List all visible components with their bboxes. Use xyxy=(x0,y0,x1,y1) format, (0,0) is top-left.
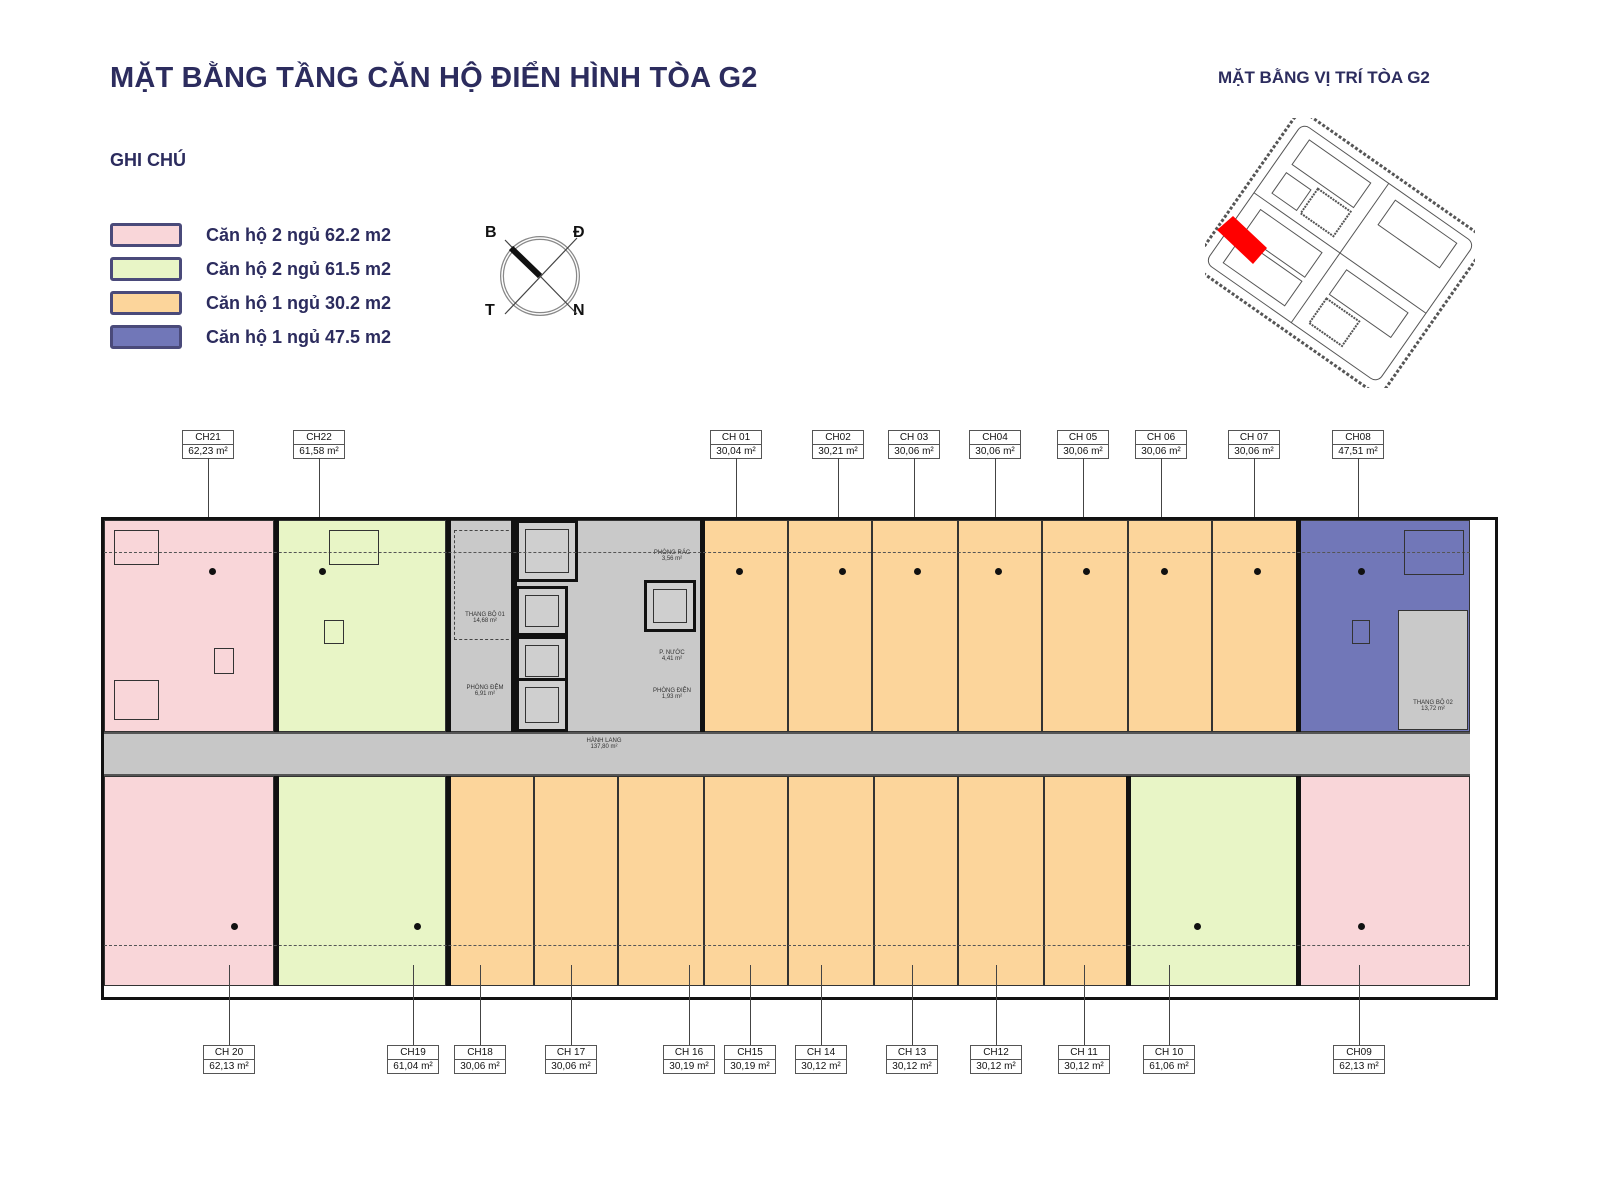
unit-ch05[interactable] xyxy=(1042,520,1128,732)
corridor xyxy=(104,732,1470,776)
compass-label-t: T xyxy=(485,302,495,319)
legend-item-2br-62: Căn hộ 2 ngủ 62.2 m2 xyxy=(110,218,391,252)
compass-label-b: B xyxy=(485,224,497,241)
compass-label-n: N xyxy=(573,302,585,319)
unit-ch11[interactable] xyxy=(1044,776,1128,986)
unit-ch15[interactable] xyxy=(704,776,788,986)
elevator-1 xyxy=(516,520,578,582)
site-location-map xyxy=(1194,112,1486,394)
legend-label: Căn hộ 1 ngủ 47.5 m2 xyxy=(206,326,392,347)
legend-item-1br-47: Căn hộ 1 ngủ 47.5 m2 xyxy=(110,320,391,354)
unit-ch06[interactable] xyxy=(1128,520,1212,732)
unit-ch10[interactable] xyxy=(1128,776,1298,986)
unit-ch09[interactable] xyxy=(1298,776,1470,986)
unit-ch22[interactable] xyxy=(276,520,446,732)
unit-ch12[interactable] xyxy=(958,776,1044,986)
elevator-3 xyxy=(516,636,568,686)
unit-ch04[interactable] xyxy=(958,520,1042,732)
elevator-4 xyxy=(516,678,568,732)
unit-ch03[interactable] xyxy=(872,520,958,732)
unit-ch19[interactable] xyxy=(276,776,446,986)
unit-ch02[interactable] xyxy=(788,520,872,732)
site-plan-icon xyxy=(1194,112,1486,394)
legend-heading: GHI CHÚ xyxy=(110,150,186,170)
compass-rose-icon xyxy=(500,236,580,316)
legend-swatch-orange xyxy=(110,291,182,315)
page-title: MẶT BẰNG TẦNG CĂN HỘ ĐIỂN HÌNH TÒA G2 xyxy=(110,62,758,94)
legend-label: Căn hộ 1 ngủ 30.2 m2 xyxy=(206,292,392,313)
elevator-2 xyxy=(516,586,568,636)
legend-item-1br-30: Căn hộ 1 ngủ 30.2 m2 xyxy=(110,286,391,320)
unit-ch18[interactable] xyxy=(448,776,534,986)
unit-ch20[interactable] xyxy=(104,776,274,986)
legend-swatch-pink xyxy=(110,223,182,247)
location-map-title: MẶT BẰNG VỊ TRÍ TÒA G2 xyxy=(1218,68,1430,87)
legend-swatch-blue xyxy=(110,325,182,349)
legend-swatch-green xyxy=(110,257,182,281)
compass-label-d: Đ xyxy=(573,224,585,241)
legend-label: Căn hộ 2 ngủ 62.2 m2 xyxy=(206,224,392,245)
elevator-5 xyxy=(644,580,696,632)
unit-ch01[interactable] xyxy=(702,520,788,732)
unit-ch21[interactable] xyxy=(104,520,274,732)
unit-ch14[interactable] xyxy=(788,776,874,986)
compass: B Đ T N xyxy=(485,222,605,332)
legend: Căn hộ 2 ngủ 62.2 m2 Căn hộ 2 ngủ 61.5 m… xyxy=(110,218,391,354)
unit-ch13[interactable] xyxy=(874,776,958,986)
building-g2-highlight xyxy=(1217,216,1267,264)
legend-item-2br-61: Căn hộ 2 ngủ 61.5 m2 xyxy=(110,252,391,286)
unit-ch16[interactable] xyxy=(618,776,704,986)
legend-label: Căn hộ 2 ngủ 61.5 m2 xyxy=(206,258,392,279)
unit-ch17[interactable] xyxy=(534,776,618,986)
stair-02 xyxy=(1398,610,1468,730)
